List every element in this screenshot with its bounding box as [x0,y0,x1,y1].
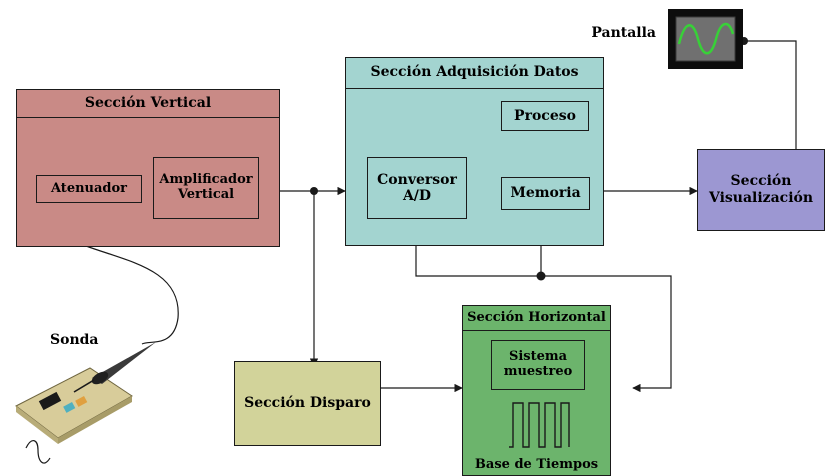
probe-label: Sonda [50,332,99,348]
trigger-section-label: Sección Disparo [244,394,371,411]
trigger-section: Sección Disparo [234,361,381,446]
screen-label: Pantalla [591,25,656,41]
horizontal-section-title: Sección Horizontal [467,310,606,325]
junction-dot [536,271,546,281]
ad-converter-block: Conversor A/D [367,157,467,219]
square-pulse-icon [507,399,571,451]
display-section: Sección Visualización [697,149,825,231]
probe-cable [85,245,179,345]
vertical-section: Sección Vertical Atenuador Amplificador … [16,89,280,247]
acquisition-section: Sección Adquisición Datos Proceso Conver… [345,57,604,246]
sampling-system-block: Sistema muestreo [491,340,585,390]
process-block: Proceso [501,101,589,131]
horizontal-section: Sección Horizontal Sistema muestreo Base… [462,305,611,476]
timebase-label: Base de Tiempos [474,457,599,472]
title-divider [17,117,279,118]
acquisition-section-title: Sección Adquisición Datos [370,64,579,80]
junction-dot [310,187,318,195]
vertical-section-title: Sección Vertical [84,95,212,111]
vertical-amplifier-block: Amplificador Vertical [153,157,259,219]
oscilloscope-screen-icon [667,8,744,70]
memory-block: Memoria [501,177,590,210]
horizontal-feedback-arrow [541,275,672,393]
display-section-label: Sección Visualización [708,173,814,206]
display-to-screen-line [744,40,797,149]
title-divider [463,330,610,331]
waveform-icon [25,440,51,464]
probe-board-icon [8,340,188,476]
title-divider [346,88,603,89]
attenuator-block: Atenuador [36,175,142,203]
